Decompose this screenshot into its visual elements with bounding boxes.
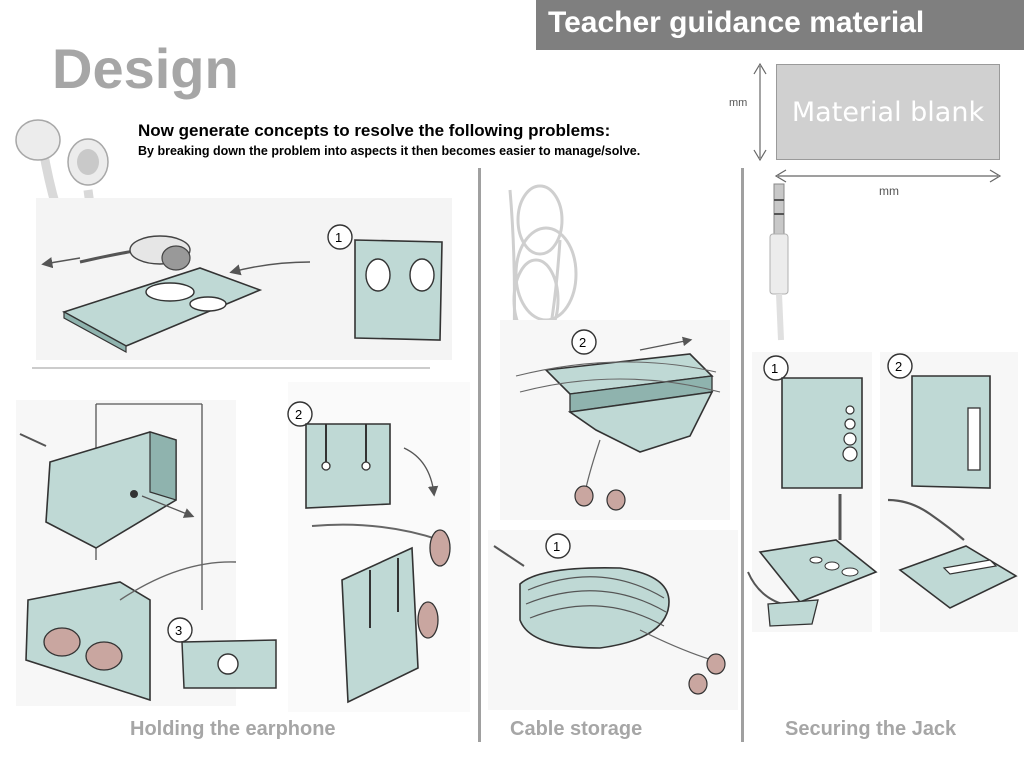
cable-photo — [508, 184, 578, 343]
sketch-number-earphone-3: 3 — [175, 623, 182, 638]
divider-right — [741, 168, 744, 742]
caption-holding-earphone: Holding the earphone — [130, 718, 336, 740]
sketch-number-earphone-1: 1 — [335, 230, 342, 245]
page-title: Design — [52, 37, 239, 100]
sketch-holding-slots: 2 — [287, 382, 470, 712]
caption-securing-jack: Securing the Jack — [785, 718, 957, 740]
banner-text: Teacher guidance material — [548, 6, 925, 39]
height-dimension-label: mm — [729, 97, 748, 109]
sketch-jack-slot: 2 — [880, 352, 1018, 632]
intro-subheading: By breaking down the problem into aspect… — [138, 144, 641, 158]
header-banner: Teacher guidance material — [536, 0, 1024, 50]
intro-heading: Now generate concepts to resolve the fol… — [138, 121, 611, 140]
sketch-number-jack-2: 2 — [895, 359, 902, 374]
sketch-cable-fold: 2 — [500, 320, 730, 520]
sketch-number-earphone-2: 2 — [295, 407, 302, 422]
dimension-arrows — [753, 62, 1002, 183]
material-blank-label: Material blank — [791, 97, 985, 128]
sketch-cable-wrap: 1 — [488, 530, 738, 710]
jack-photo — [769, 183, 789, 341]
caption-cable-storage: Cable storage — [510, 718, 643, 740]
sketch-number-jack-1: 1 — [771, 361, 778, 376]
sketch-holding-clip: 3 — [16, 400, 277, 706]
material-blank: Material blank — [776, 64, 1000, 160]
sketch-number-cable-1: 1 — [553, 539, 560, 554]
sketch-holding-plate: 1 — [32, 198, 452, 369]
width-dimension-label: mm — [879, 184, 899, 198]
sketch-number-cable-2: 2 — [579, 335, 586, 350]
divider-left — [478, 168, 481, 742]
sketch-jack-holes: 1 — [747, 352, 878, 632]
